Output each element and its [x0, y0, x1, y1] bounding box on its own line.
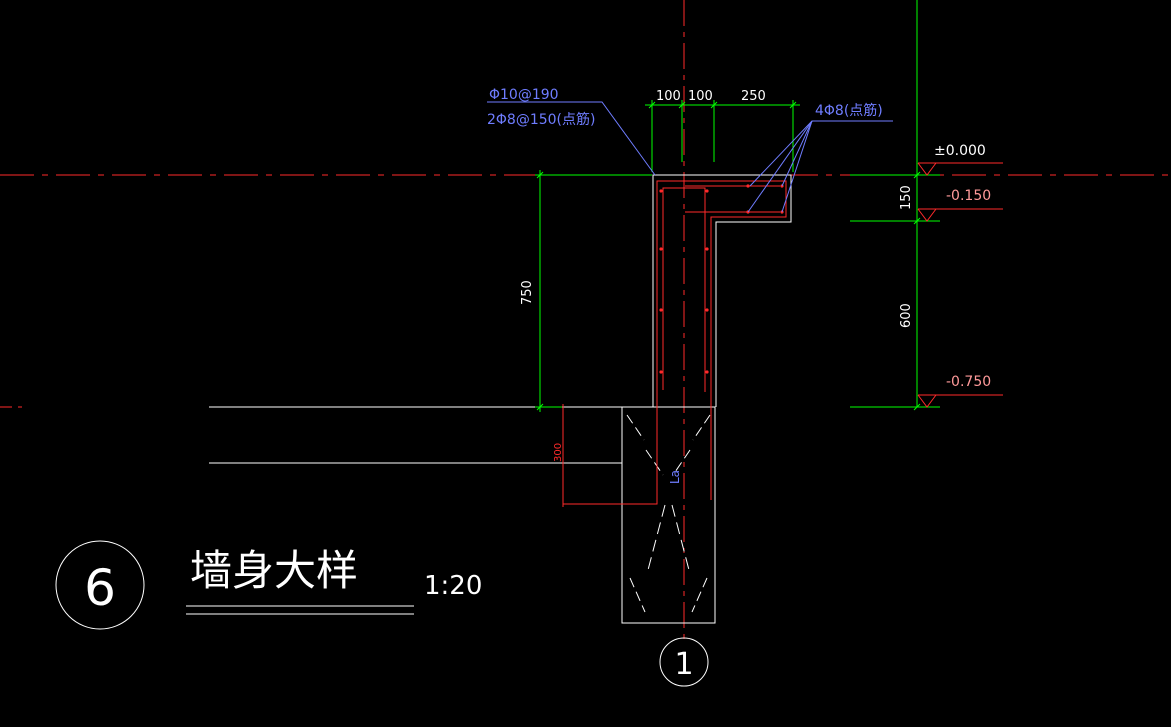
rebar-callout-right: 4Φ8(点筋) [815, 102, 883, 119]
callout-right-leader [749, 120, 893, 187]
dim-tick [536, 403, 544, 411]
elevation-text-0: ±0.000 [934, 143, 986, 159]
footing-diag-4 [672, 449, 691, 476]
dim-tick [913, 171, 921, 179]
rebar-callout-left-2: 2Φ8@150(点筋) [487, 111, 595, 128]
elevation-markers [917, 162, 1003, 408]
drawing-scale: 1:20 [424, 571, 482, 601]
rebar-dots [659, 184, 784, 374]
dim-text-right-upper: 150 [899, 185, 914, 210]
embed-length-label: La [668, 470, 682, 484]
footing-diag-7 [629, 577, 646, 613]
footing-diag-6 [671, 504, 690, 571]
rebar-point [705, 370, 709, 374]
rebar-outer [656, 180, 787, 500]
rebar-point [705, 189, 709, 193]
callout-right-leader-3 [781, 120, 813, 187]
wall-outline [652, 174, 792, 407]
dimension-lines [535, 100, 940, 412]
axis-number: 1 [674, 647, 693, 682]
callout-right-leader-2 [747, 120, 813, 213]
callout-lines [487, 101, 893, 213]
dim-tick [913, 217, 921, 225]
rebar-point [659, 308, 663, 312]
elevation-triangle-1 [917, 208, 937, 222]
footing-diag-2 [692, 414, 711, 441]
dim-tick [913, 403, 921, 411]
rebar-point [659, 247, 663, 251]
elevation-triangle-0 [917, 162, 937, 176]
elevation-triangle-2 [917, 394, 937, 408]
axis-bubble: 1 [659, 637, 709, 687]
axis-circle [659, 637, 709, 687]
rebar-callout-left-1: Φ10@190 [489, 87, 559, 103]
dim-tick [789, 101, 797, 109]
dim-text-top-a: 100 [656, 89, 681, 104]
dim-text-top-b: 100 [688, 89, 713, 104]
dim-text-left-height: 750 [520, 280, 535, 305]
drawing-title: 墙身大样 [190, 546, 358, 595]
dim-text-right-lower: 600 [899, 303, 914, 328]
dim-tick [710, 101, 718, 109]
detail-circle [55, 540, 145, 630]
rebar-footing-hook [562, 407, 658, 505]
rebar-point [746, 184, 750, 188]
wall-section [621, 174, 792, 624]
floor-slab [209, 406, 655, 464]
footing-outline [621, 406, 716, 624]
callout-right-leader-4 [781, 120, 813, 213]
dim-tick [648, 101, 656, 109]
footing-diag-8 [691, 577, 708, 613]
footing-diag-5 [647, 504, 666, 571]
dim-tick [678, 101, 686, 109]
footing-diag-3 [645, 449, 664, 476]
elevation-text-2: -0.750 [946, 374, 991, 390]
rebar-inner [662, 187, 706, 392]
footing-diag-1 [626, 414, 645, 441]
dim-text-footing: 300 [553, 443, 564, 462]
rebar-point [659, 370, 663, 374]
rebar-cage [562, 180, 787, 505]
rebar-point [705, 308, 709, 312]
rebar-point [705, 247, 709, 251]
rebar-point [659, 189, 663, 193]
dim-tick [536, 171, 544, 179]
title-block: 6 墙身大样 1:20 [55, 540, 482, 630]
callout-left-leader [487, 101, 656, 176]
elevation-text-1: -0.150 [946, 188, 991, 204]
detail-number: 6 [84, 559, 116, 617]
dim-text-top-c: 250 [741, 89, 766, 104]
center-lines [0, 0, 1171, 640]
